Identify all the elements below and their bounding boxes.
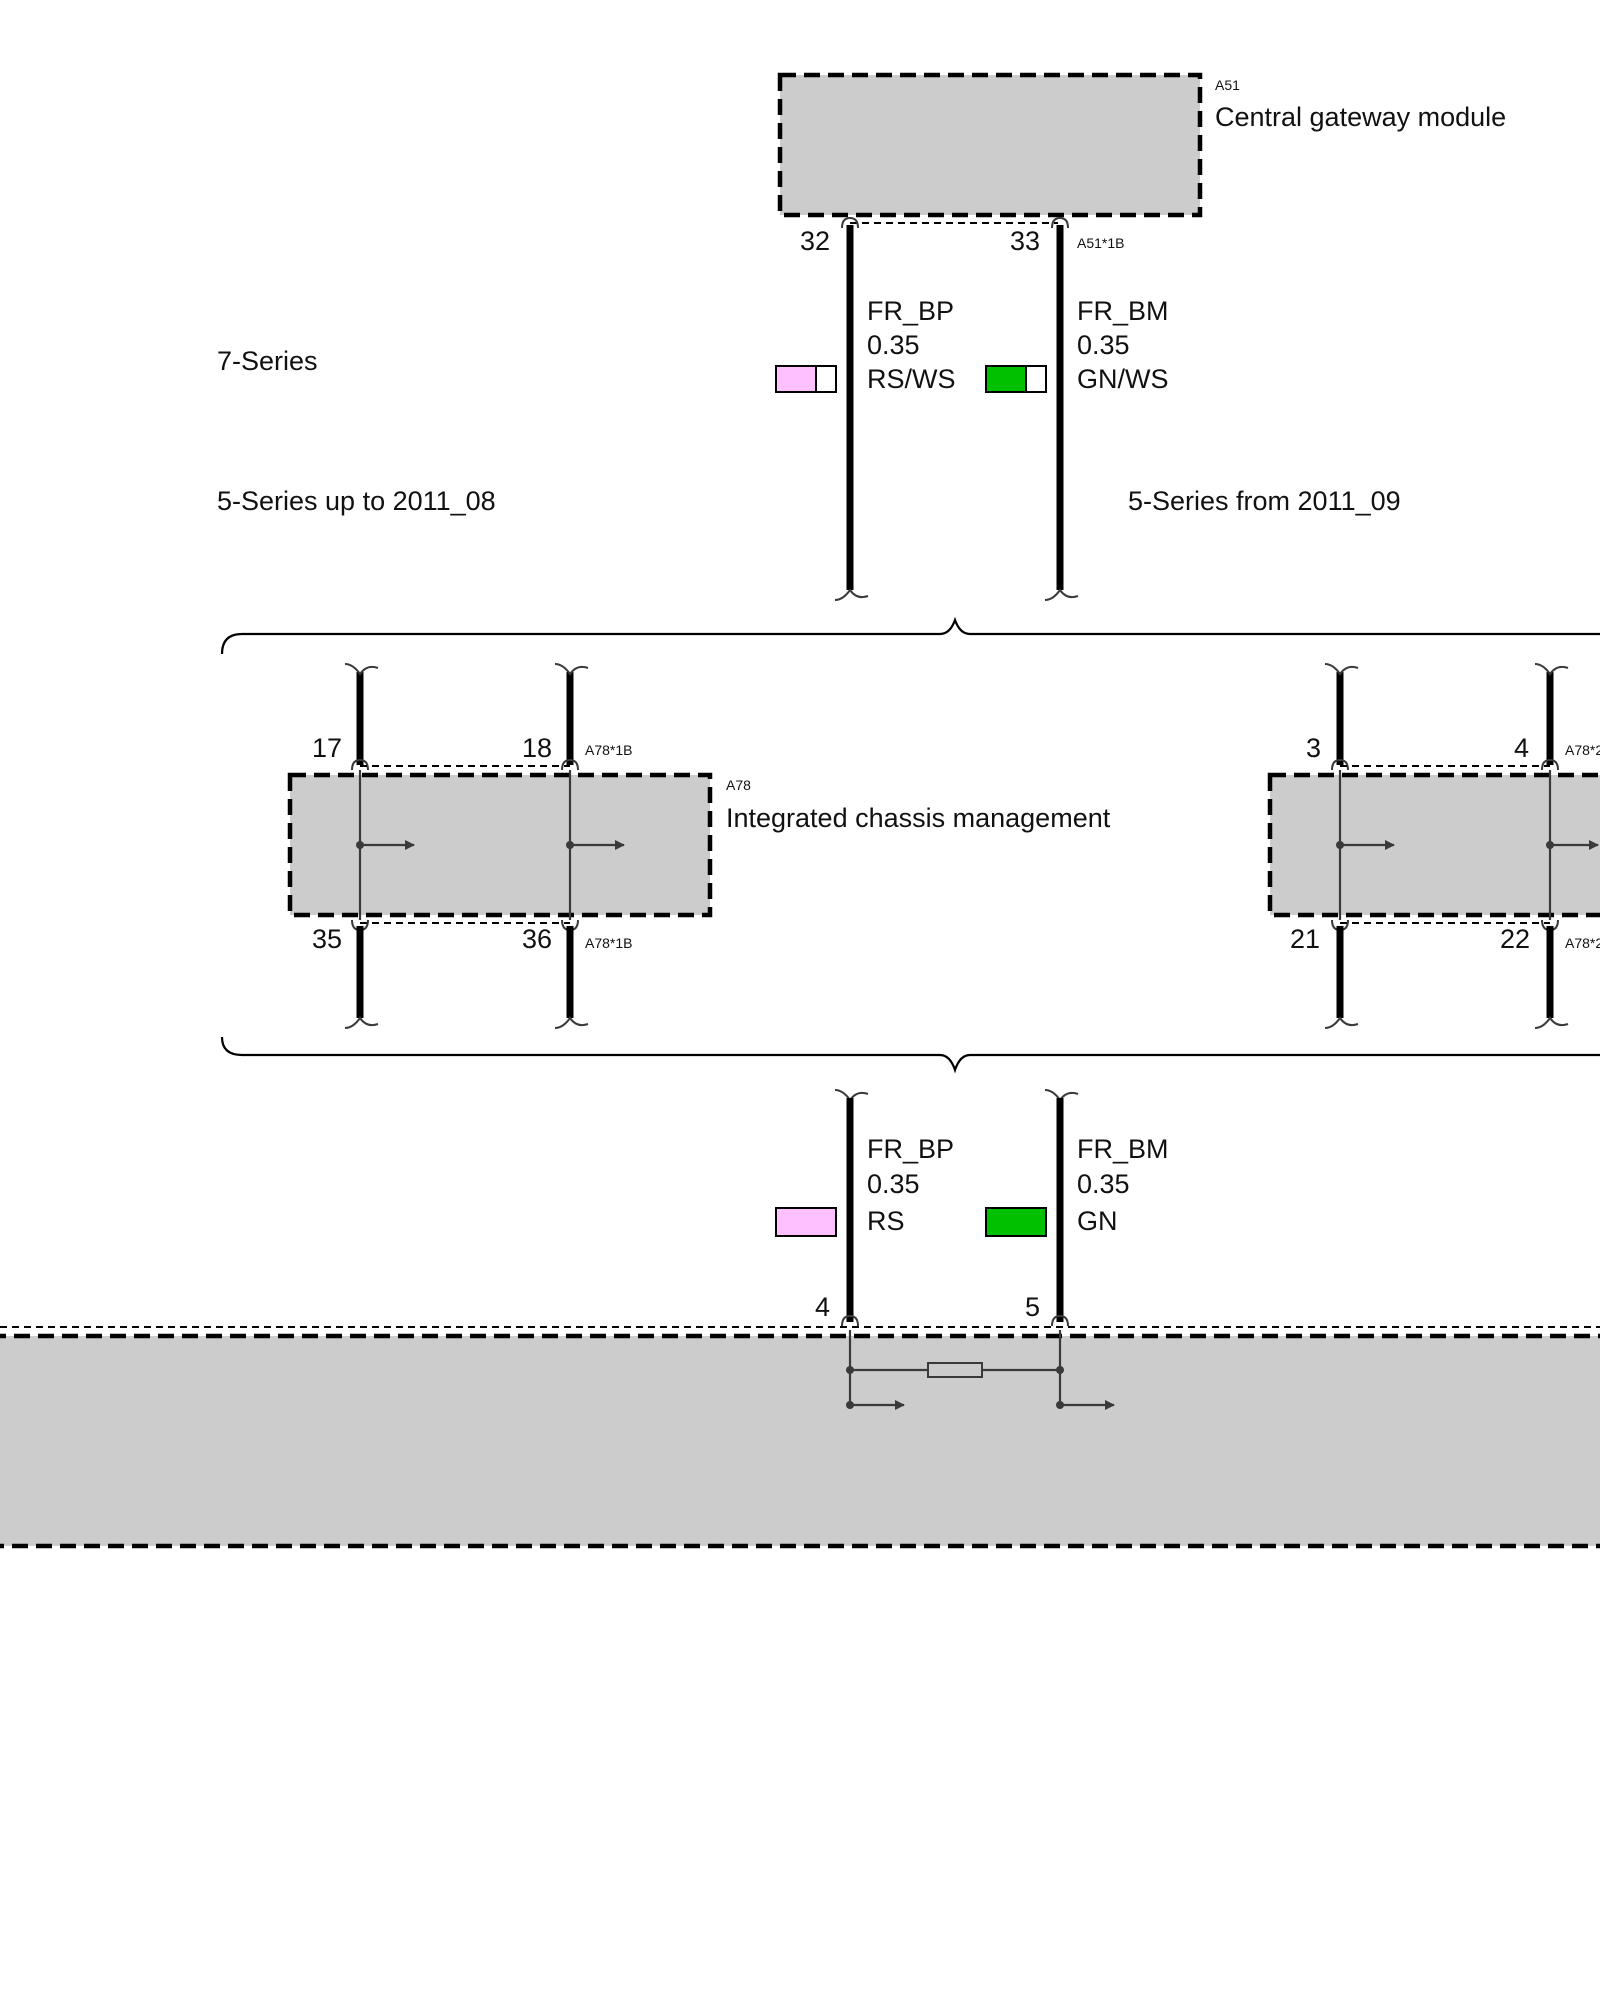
- gateway-pin-33: 33: [1010, 226, 1040, 256]
- icm-name: Integrated chassis management: [726, 803, 1111, 833]
- wire-signal-label: FR_BP: [867, 296, 954, 326]
- swatch-rs-ws: [775, 365, 837, 393]
- pin-hook: [1541, 758, 1559, 771]
- wire-size-label: 0.35: [1077, 330, 1130, 360]
- wire-break-symbol: [344, 663, 379, 676]
- gateway-name: Central gateway module: [1215, 102, 1506, 132]
- variant-brace-bottom: [220, 1036, 1600, 1074]
- icm-pin-36: 36: [522, 924, 552, 954]
- wire-break-symbol: [344, 1016, 379, 1029]
- wire-break-symbol: [1324, 663, 1359, 676]
- icm-box-right: [1267, 772, 1600, 918]
- pin-hook: [841, 216, 859, 229]
- icm-ref: A78: [726, 777, 751, 793]
- pin-hook: [1051, 216, 1069, 229]
- icm-left-connector-top: A78*1B: [585, 742, 632, 758]
- icm-module-left[interactable]: [287, 772, 713, 918]
- pin-hook: [841, 1314, 859, 1327]
- bottom-module[interactable]: [0, 1333, 1600, 1549]
- icm-module-right[interactable]: [1267, 772, 1600, 918]
- wire-color-label: RS: [867, 1206, 905, 1236]
- pin-hook: [1331, 758, 1349, 771]
- variant-5-series-old: 5-Series up to 2011_08: [217, 486, 496, 516]
- wire-break-symbol: [834, 588, 869, 601]
- wire-break-symbol: [1534, 663, 1569, 676]
- variant-5-series-new: 5-Series from 2011_09: [1128, 486, 1401, 516]
- wire-break-symbol: [1534, 1016, 1569, 1029]
- bottom-module-box: [0, 1333, 1600, 1549]
- wire-break-symbol: [554, 663, 589, 676]
- icm-pin-35: 35: [312, 924, 342, 954]
- pin-hook: [351, 758, 369, 771]
- gateway-ref: A51: [1215, 77, 1240, 93]
- bottom-pin-5: 5: [1025, 1292, 1040, 1322]
- swatch-rs: [775, 1207, 837, 1237]
- icm-right-connector-bottom: A78*2: [1565, 935, 1600, 951]
- wire-signal-label: FR_BP: [867, 1134, 954, 1164]
- wire-size-label: 0.35: [867, 330, 920, 360]
- variant-7-series: 7-Series: [217, 346, 318, 376]
- icm-pin-21: 21: [1290, 924, 1320, 954]
- wire-size-label: 0.35: [867, 1169, 920, 1199]
- wire-break-symbol: [554, 1016, 589, 1029]
- swatch-gn: [985, 1207, 1047, 1237]
- central-gateway-module[interactable]: A51 Central gateway module: [777, 72, 1506, 218]
- swatch-gn-ws: [985, 365, 1047, 393]
- wire-color-label: GN/WS: [1077, 364, 1169, 394]
- gateway-connector-label: A51*1B: [1077, 235, 1124, 251]
- wire-color-label: RS/WS: [867, 364, 956, 394]
- icm-pin-3: 3: [1306, 733, 1321, 763]
- icm-pin-4: 4: [1514, 733, 1529, 763]
- wire-size-label: 0.35: [1077, 1169, 1130, 1199]
- wire-signal-label: FR_BM: [1077, 1134, 1169, 1164]
- pin-hook: [1051, 1314, 1069, 1327]
- icm-right-connector-top: A78*2: [1565, 742, 1600, 758]
- gateway-box: [777, 72, 1203, 218]
- gateway-pin-32: 32: [800, 226, 830, 256]
- icm-pin-22: 22: [1500, 924, 1530, 954]
- wire-break-symbol: [1044, 588, 1079, 601]
- icm-pin-17: 17: [312, 733, 342, 763]
- bottom-pin-4: 4: [815, 1292, 830, 1322]
- wire-signal-label: FR_BM: [1077, 296, 1169, 326]
- icm-pin-18: 18: [522, 733, 552, 763]
- pin-hook: [561, 758, 579, 771]
- icm-box-left: [287, 772, 713, 918]
- icm-left-connector-bottom: A78*1B: [585, 935, 632, 951]
- resistor-icon: [927, 1362, 983, 1378]
- variant-brace-top: [220, 616, 1600, 655]
- wire-break-symbol: [1324, 1016, 1359, 1029]
- wire-color-label: GN: [1077, 1206, 1118, 1236]
